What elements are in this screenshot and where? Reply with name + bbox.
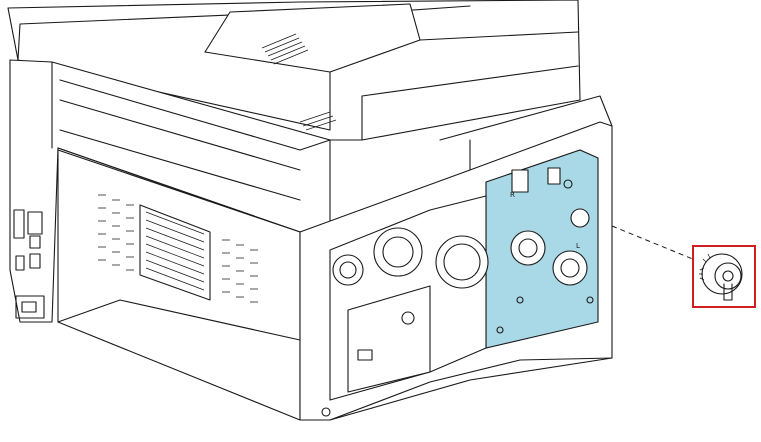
motor-assembly <box>329 195 489 401</box>
front-vent <box>299 111 337 131</box>
rear-vent-grille <box>139 204 211 301</box>
plate-label-r: R <box>510 191 515 199</box>
gear-icon <box>699 253 743 301</box>
callout-box[interactable] <box>692 245 756 308</box>
base-rails <box>57 299 613 421</box>
scanner-lid <box>7 0 581 141</box>
printer-body <box>9 59 331 421</box>
lid-vent <box>261 33 309 65</box>
io-ports <box>13 209 45 319</box>
drive-plate: R L <box>485 149 599 349</box>
vent-slots-left <box>98 194 134 271</box>
leader-line <box>611 225 701 263</box>
vent-slots-right <box>222 239 258 303</box>
plate-label-l: L <box>576 242 580 250</box>
